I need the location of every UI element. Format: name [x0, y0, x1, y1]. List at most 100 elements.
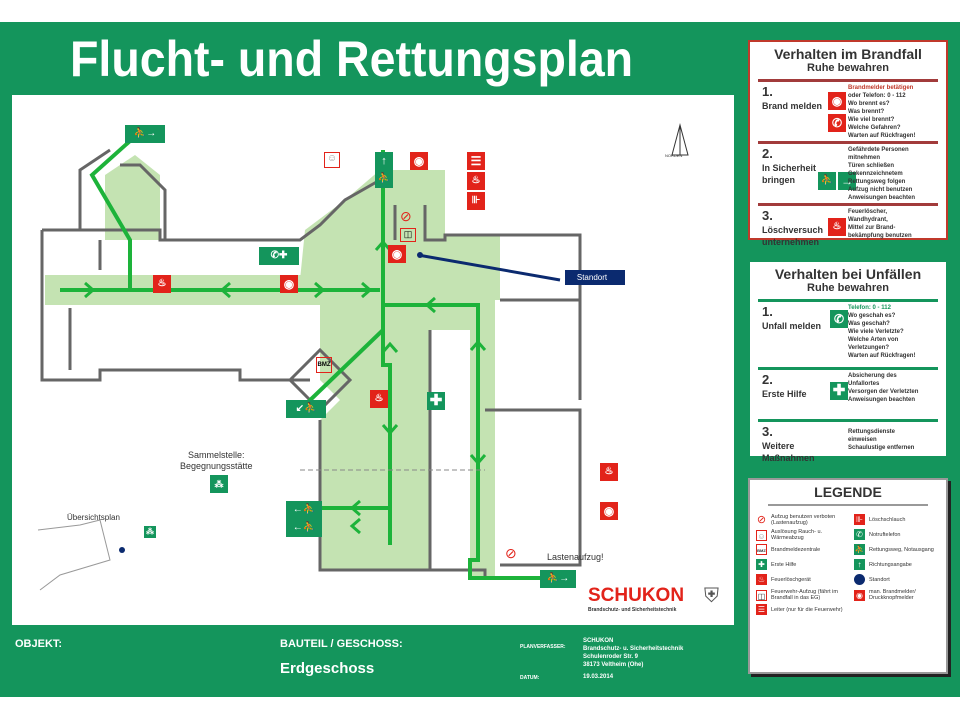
- text-line: 38173 Veltheim (Ohe): [583, 662, 644, 668]
- legend-item: ✆Notruftelefon: [854, 529, 946, 540]
- fire-extinguisher-icon: ♨: [370, 390, 388, 408]
- fire-extinguisher-icon: ♨: [153, 275, 171, 293]
- step-label: Brand melden: [762, 101, 823, 111]
- datum-label: DATUM:: [520, 675, 540, 681]
- legend-text: Feuerlöschgerät: [771, 576, 811, 583]
- text-line: Warten auf Rückfragen!: [848, 353, 916, 359]
- bmz-icon: BMZ: [316, 357, 332, 373]
- first-aid-icon: ✚: [756, 559, 767, 570]
- fire-hose-icon: ⊪: [854, 514, 865, 525]
- emergency-exit-left-sign: ←⛹: [286, 519, 322, 537]
- direction-arrows: [84, 239, 487, 535]
- fire-extinguisher-icon: ♨: [467, 172, 485, 190]
- step-number: 2.: [762, 372, 773, 387]
- bauteil-label: BAUTEIL / GESCHOSS:: [280, 638, 403, 650]
- standort-label: Standort: [576, 273, 608, 282]
- legend-text: Löschschlauch: [869, 516, 906, 523]
- page-title: Flucht- und Rettungsplan: [70, 31, 634, 87]
- legend-item: ✚Erste Hilfe: [756, 559, 848, 570]
- text-line: mitnehmen: [848, 155, 881, 161]
- fire-elevator-icon: ◫: [400, 228, 416, 242]
- bauteil-value: Erdgeschoss: [280, 660, 375, 677]
- legend-text: Aufzug benutzen verboten (Lastenaufzug): [771, 514, 836, 526]
- no-elevator-icon: ⊘: [756, 513, 767, 526]
- text-line: Wie viele Verletzte?: [848, 329, 904, 335]
- text-line: Rettungsweg folgen: [848, 179, 906, 185]
- emergency-exit-left-sign: ←⛹: [286, 501, 322, 519]
- direction-arrow-right-icon: →: [838, 172, 856, 190]
- emergency-exit-icon: ⛹: [818, 172, 836, 190]
- assembly-point-icon: ⁂: [210, 475, 228, 493]
- text-line: Welche Arten von: [848, 337, 899, 343]
- emergency-exit-right-sign: ⛹→: [125, 125, 165, 143]
- text-line: Wo geschah es?: [848, 313, 896, 319]
- unfaelle-subtitle: Ruhe bewahren: [807, 282, 889, 294]
- text-line: Was brennt?: [848, 109, 885, 115]
- fire-alarm-button-icon: ◉: [828, 92, 846, 110]
- legend-item: ♨Feuerlöschgerät: [756, 574, 848, 585]
- ladder-icon: ☰: [467, 152, 485, 170]
- step-number: 1.: [762, 304, 773, 319]
- text-line: bekämpfung benutzen: [848, 233, 912, 239]
- legend-item: ⛹Rettungsweg, Notausgang: [854, 544, 946, 555]
- north-label: NORDEN: [665, 153, 683, 158]
- text-line: Brandmelder betätigen: [848, 85, 914, 91]
- legende-title: LEGENDE: [768, 484, 928, 506]
- overview-map: [37, 519, 111, 591]
- brandfall-step-2: 2. In Sicherheit bringen ⛹ → Gefährdete …: [758, 141, 938, 201]
- no-elevator-icon: ⊘: [400, 208, 412, 224]
- unfaelle-title: Verhalten bei Unfällen: [774, 266, 922, 282]
- panel-brandfall: Verhalten im Brandfall Ruhe bewahren 1. …: [748, 40, 948, 247]
- step-text: Gefährdete Personen mitnehmen Türen schl…: [848, 146, 953, 202]
- brandfall-step-3: 3. Löschversuch unternehmen ♨ Feuerlösch…: [758, 203, 938, 247]
- text-line: Telefon: 0 - 112: [848, 305, 891, 311]
- step-label: Weitere Maßnahmen: [762, 441, 815, 463]
- legend-item: Standort: [854, 574, 946, 585]
- overview-plan-label: Übersichtsplan: [67, 513, 120, 522]
- emergency-exit-down-left-sign: ↙⛹: [286, 400, 326, 418]
- fire-elevator-icon: ◫: [756, 589, 767, 601]
- text-line: Feuerlöscher,: [848, 209, 888, 215]
- first-aid-icon: ✚: [427, 392, 445, 410]
- step-number: 3.: [762, 208, 773, 223]
- floor-plan-drawing: [37, 123, 689, 591]
- fire-alarm-button-icon: ◉: [280, 275, 298, 293]
- sammelstelle-title: Sammelstelle:: [188, 450, 245, 460]
- emergency-exit-right-sign: ⛹→: [540, 570, 576, 588]
- objekt-label: OBJEKT:: [15, 638, 63, 650]
- legend-item: ⊪ Löschschlauch: [854, 514, 946, 525]
- standort-dot-icon: [854, 574, 865, 585]
- fire-alarm-button-icon: ◉: [388, 245, 406, 263]
- text-line: Wie viel brennt?: [848, 117, 895, 123]
- text-line: Aufzug nicht benutzen: [848, 187, 913, 193]
- logo-text: SCHUKON: [588, 585, 685, 606]
- emergency-exit-icon: ⛹: [854, 544, 865, 555]
- text-line: Gekennzeichnetem: [848, 171, 903, 177]
- step-text: Rettungsdienste einweisen Schaulustige e…: [848, 428, 953, 452]
- step-label: Erste Hilfe: [762, 389, 807, 399]
- fire-alarm-button-icon: ◉: [410, 152, 428, 170]
- fire-hose-icon: ⊪: [467, 192, 485, 210]
- text-line: Unfallortes: [848, 381, 880, 387]
- floor-plan: Standort Sammelstelle:Begegnungsstätte ⁂…: [12, 95, 734, 625]
- first-aid-icon: ✚: [830, 382, 848, 400]
- panel-unfaelle: Verhalten bei Unfällen Ruhe bewahren 1. …: [748, 260, 948, 463]
- step-label: In Sicherheit bringen: [762, 163, 817, 185]
- bmz-icon: BMZ: [756, 544, 767, 555]
- legend-text: Feuerwehr-Aufzug (fährt im Brandfall in …: [771, 589, 838, 601]
- text-line: Absicherung des: [848, 373, 897, 379]
- text-line: Welche Gefahren?: [848, 125, 901, 131]
- text-line: Wandhydrant,: [848, 217, 888, 223]
- step-number: 2.: [762, 146, 773, 161]
- standort-dot-icon: [417, 252, 423, 258]
- text-line: Türen schließen: [848, 163, 895, 169]
- smoke-vent-icon: ☺: [756, 529, 767, 541]
- text-line: Gefährdete Personen: [848, 147, 909, 153]
- fire-extinguisher-icon: ♨: [828, 218, 846, 236]
- legend-item: ◫ Feuerwehr-Aufzug (fährt im Brandfall in…: [756, 589, 848, 601]
- text-line: Brandschutz- u. Sicherheitstechnik: [583, 646, 684, 652]
- text-line: Rettungsdienste: [848, 429, 896, 435]
- legend-item: ↑Richtungsangabe: [854, 559, 946, 570]
- text-line: SCHUKON: [583, 638, 614, 644]
- fire-extinguisher-icon: ♨: [600, 463, 618, 481]
